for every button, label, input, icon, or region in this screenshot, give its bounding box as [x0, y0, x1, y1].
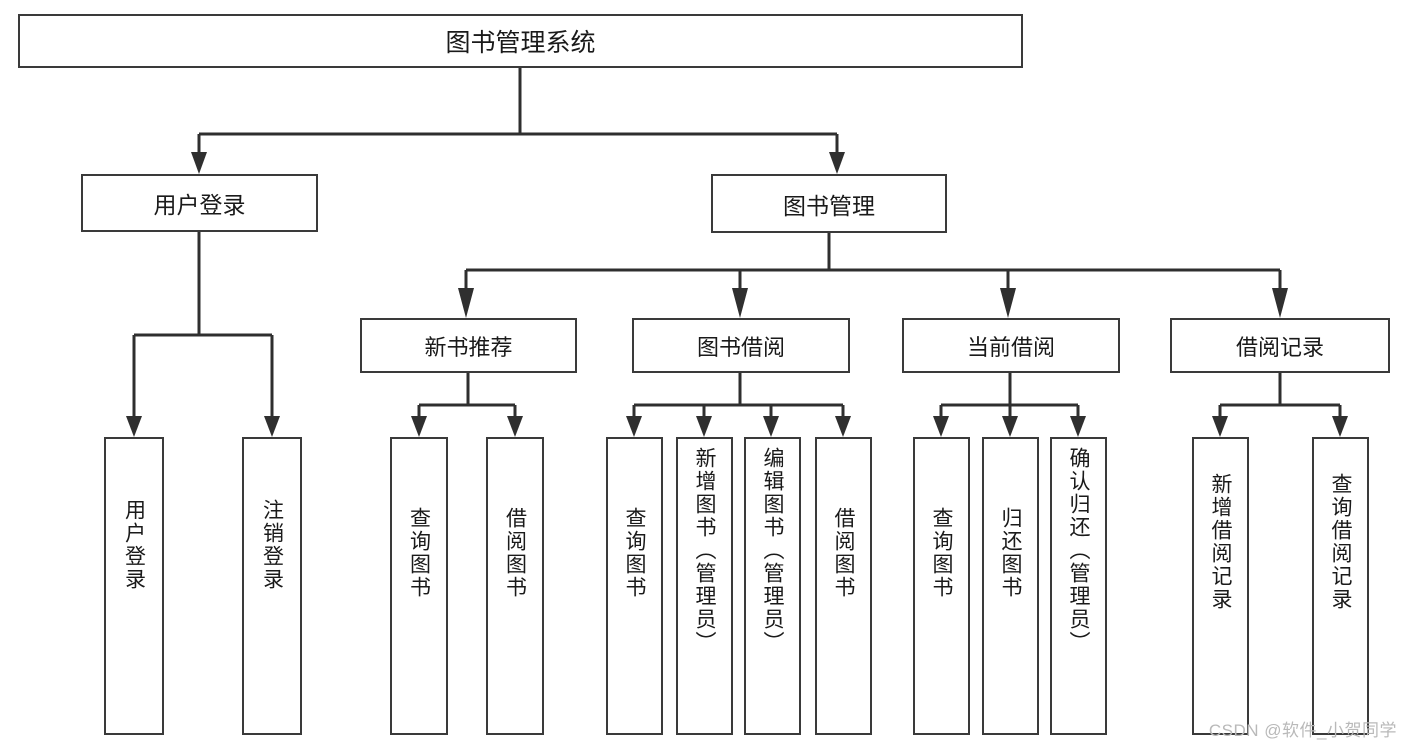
arrow-leaf-10: [1002, 416, 1018, 437]
leaf-logout-label: 注销登录: [260, 499, 284, 591]
arrow-leaf-1: [126, 416, 142, 437]
node-borrow-record[interactable]: 借阅记录: [1170, 318, 1390, 373]
node-root[interactable]: 图书管理系统: [18, 14, 1023, 68]
node-borrow-record-label: 借阅记录: [1235, 334, 1324, 360]
leaf-borrow-book-recommend-label: 借阅图书: [503, 507, 527, 599]
arrow-to-newbook: [458, 288, 474, 318]
leaf-query-borrow-record-label: 查询借阅记录: [1329, 473, 1352, 611]
arrow-to-login: [191, 152, 207, 174]
node-book-management-label: 图书管理: [783, 192, 875, 219]
leaf-borrow-book-recommend[interactable]: 借阅图书: [486, 437, 544, 735]
node-book-borrow-label: 图书借阅: [696, 334, 785, 360]
leaf-add-borrow-record[interactable]: 新增借阅记录: [1192, 437, 1249, 735]
arrow-to-borrow: [732, 288, 748, 318]
arrow-leaf-9: [933, 416, 949, 437]
node-new-book-recommend-label: 新书推荐: [424, 334, 513, 360]
node-new-book-recommend[interactable]: 新书推荐: [360, 318, 577, 373]
arrow-leaf-8: [835, 416, 851, 437]
node-user-login-label: 用户登录: [153, 192, 246, 218]
leaf-add-borrow-record-label: 新增借阅记录: [1209, 473, 1232, 611]
arrow-leaf-13: [1332, 416, 1348, 437]
node-current-borrow-label: 当前借阅: [966, 334, 1055, 360]
leaf-confirm-return-admin[interactable]: 确认归还（管理员）: [1050, 437, 1107, 735]
leaf-query-book-current-label: 查询图书: [930, 507, 953, 599]
leaf-query-book-borrow[interactable]: 查询图书: [606, 437, 663, 735]
leaf-add-book-admin-label: 新增图书（管理员）: [693, 447, 716, 654]
arrow-to-record: [1272, 288, 1288, 318]
node-book-management[interactable]: 图书管理: [711, 174, 947, 233]
node-root-label: 图书管理系统: [445, 29, 596, 57]
leaf-query-book-current[interactable]: 查询图书: [913, 437, 970, 735]
leaf-confirm-return-admin-label: 确认归还（管理员）: [1067, 447, 1090, 654]
arrow-to-bookmgmt: [829, 152, 845, 174]
leaf-return-book[interactable]: 归还图书: [982, 437, 1039, 735]
leaf-query-borrow-record[interactable]: 查询借阅记录: [1312, 437, 1369, 735]
arrow-leaf-5: [626, 416, 642, 437]
node-book-borrow[interactable]: 图书借阅: [632, 318, 850, 373]
leaf-return-book-label: 归还图书: [999, 507, 1022, 599]
arrow-leaf-12: [1212, 416, 1228, 437]
leaf-query-book-borrow-label: 查询图书: [623, 507, 646, 599]
leaf-query-book-recommend-label: 查询图书: [407, 507, 431, 599]
arrow-to-current: [1000, 288, 1016, 318]
arrow-leaf-2: [264, 416, 280, 437]
leaf-borrow-book-borrow-label: 借阅图书: [832, 507, 855, 599]
leaf-user-login-label: 用户登录: [122, 499, 146, 591]
node-user-login[interactable]: 用户登录: [81, 174, 318, 232]
leaf-user-login[interactable]: 用户登录: [104, 437, 164, 735]
arrow-leaf-11: [1070, 416, 1086, 437]
leaf-add-book-admin[interactable]: 新增图书（管理员）: [676, 437, 733, 735]
leaf-logout[interactable]: 注销登录: [242, 437, 302, 735]
leaf-query-book-recommend[interactable]: 查询图书: [390, 437, 448, 735]
arrow-leaf-6: [696, 416, 712, 437]
arrow-leaf-4: [507, 416, 523, 437]
watermark: CSDN @软件_小贺同学: [1208, 721, 1397, 740]
arrow-leaf-7: [763, 416, 779, 437]
leaf-edit-book-admin-label: 编辑图书（管理员）: [761, 447, 784, 654]
node-current-borrow[interactable]: 当前借阅: [902, 318, 1120, 373]
arrow-leaf-3: [411, 416, 427, 437]
leaf-borrow-book-borrow[interactable]: 借阅图书: [815, 437, 872, 735]
leaf-edit-book-admin[interactable]: 编辑图书（管理员）: [744, 437, 801, 735]
